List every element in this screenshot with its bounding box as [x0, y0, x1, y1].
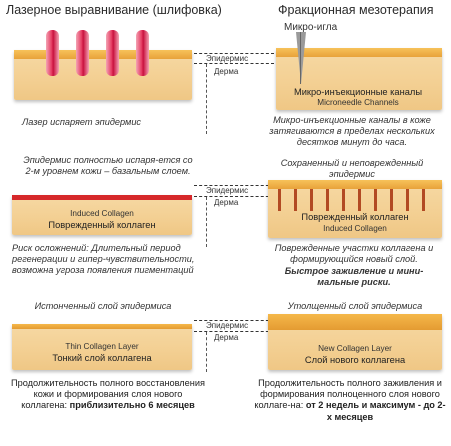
- fractional-skin-block: Поврежденный коллаген Induced Collagen: [268, 180, 442, 238]
- epidermis-marker-line: [194, 320, 274, 321]
- epidermis-label: Эпидермис: [206, 54, 249, 63]
- channel-mark: [406, 189, 409, 211]
- channels-caption: Микро-инъекционные каналы в коже затягив…: [269, 115, 435, 147]
- microneedle-icon: [296, 32, 306, 84]
- laser-beam: [46, 30, 59, 76]
- channels-en-label: Microneedle Channels: [317, 98, 399, 107]
- epidermis-layer: [14, 50, 192, 59]
- fast-healing-caption: Быстрое заживление и мини-мальные риски.: [284, 266, 424, 287]
- risk-caption: Риск осложнений: Длительный период реген…: [12, 243, 195, 275]
- epidermis-layer: [268, 180, 442, 189]
- channel-mark: [326, 189, 329, 211]
- divider-line: [206, 64, 207, 134]
- preserved-epidermis-caption: Сохраненный и неповрежденный эпидермис: [280, 158, 424, 179]
- damaged-skin-block: Induced Collagen Поврежденный коллаген: [12, 195, 192, 235]
- laser-beam: [106, 30, 119, 76]
- channel-mark: [342, 189, 345, 211]
- laser-caption: Лазер испаряет эпидермис: [22, 117, 142, 127]
- meso-recovery-time: от 2 недель и максимум - до 2-х месяцев: [305, 400, 446, 422]
- damaged-collagen-ru: Поврежденный коллаген: [48, 220, 156, 230]
- dermis-marker-line: [194, 196, 274, 197]
- damaged-top-layer: [12, 195, 192, 200]
- channels-title: Микро-инъекционные каналы: [293, 87, 423, 97]
- epidermis-evaporated-caption: Эпидермис полностью испаря-ется со 2-м у…: [23, 155, 193, 176]
- thickened-epidermis-caption: Утолщенный слой эпидермиса: [287, 301, 423, 311]
- epidermis-marker-line: [194, 185, 274, 186]
- divider-line: [206, 332, 207, 372]
- needle-label: Микро-игла: [284, 22, 338, 33]
- induced-collagen-en: Induced Collagen: [70, 209, 134, 218]
- dermis-label: Дерма: [214, 198, 239, 207]
- dermis-marker-line: [194, 331, 274, 332]
- new-collagen-en: New Collagen Layer: [318, 344, 392, 353]
- channel-mark: [278, 189, 281, 211]
- laser-recovery-time: приблизительно 6 месяцев: [69, 400, 195, 411]
- epidermis-label: Эпидермис: [206, 321, 249, 330]
- channel-mark: [390, 189, 393, 211]
- damaged-collagen-ru: Поврежденный коллаген: [301, 212, 409, 222]
- channel-mark: [358, 189, 361, 211]
- microneedle-shaft: [300, 32, 301, 84]
- epidermis-label: Эпидермис: [206, 186, 249, 195]
- epidermis-marker-line: [194, 53, 274, 54]
- thin-collagen-ru: Тонкий слой коллагена: [52, 353, 152, 363]
- induced-collagen-en: Induced Collagen: [323, 224, 387, 233]
- new-collagen-ru: Слой нового коллагена: [304, 355, 406, 365]
- laser-skin-block: [14, 50, 192, 100]
- channel-mark: [310, 189, 313, 211]
- laser-beam: [76, 30, 89, 76]
- epidermis-layer: [268, 314, 442, 330]
- meso-recovery-footer: Продолжительность полного заживления и ф…: [252, 378, 448, 423]
- right-column-title: Фракционная мезотерапия: [278, 3, 434, 17]
- dermis-label: Дерма: [214, 333, 239, 342]
- divider-line: [206, 197, 207, 247]
- epidermis-layer: [12, 324, 192, 329]
- thin-collagen-en: Thin Collagen Layer: [65, 342, 139, 351]
- meso-recovery-text: Продолжительность полного заживления и ф…: [254, 378, 442, 411]
- channel-mark: [294, 189, 297, 211]
- dermis-label: Дерма: [214, 67, 239, 76]
- new-layer-caption: Поврежденные участки коллагена и формиру…: [274, 243, 434, 264]
- laser-recovery-footer: Продолжительность полного восстановления…: [10, 378, 206, 412]
- laser-recovery-text: Продолжительность полного восстановления…: [11, 378, 205, 411]
- epidermis-layer: [276, 48, 442, 57]
- dermis-marker-line: [194, 63, 274, 64]
- new-collagen-skin-block: New Collagen Layer Слой нового коллагена: [268, 314, 442, 370]
- channel-mark: [422, 189, 425, 211]
- thin-collagen-skin-block: Thin Collagen Layer Тонкий слой коллаген…: [12, 324, 192, 370]
- channel-mark: [374, 189, 377, 211]
- left-column-title: Лазерное выравнивание (шлифовка): [6, 3, 222, 17]
- thinned-epidermis-caption: Истонченный слой эпидермиса: [34, 301, 172, 311]
- laser-beam: [136, 30, 149, 76]
